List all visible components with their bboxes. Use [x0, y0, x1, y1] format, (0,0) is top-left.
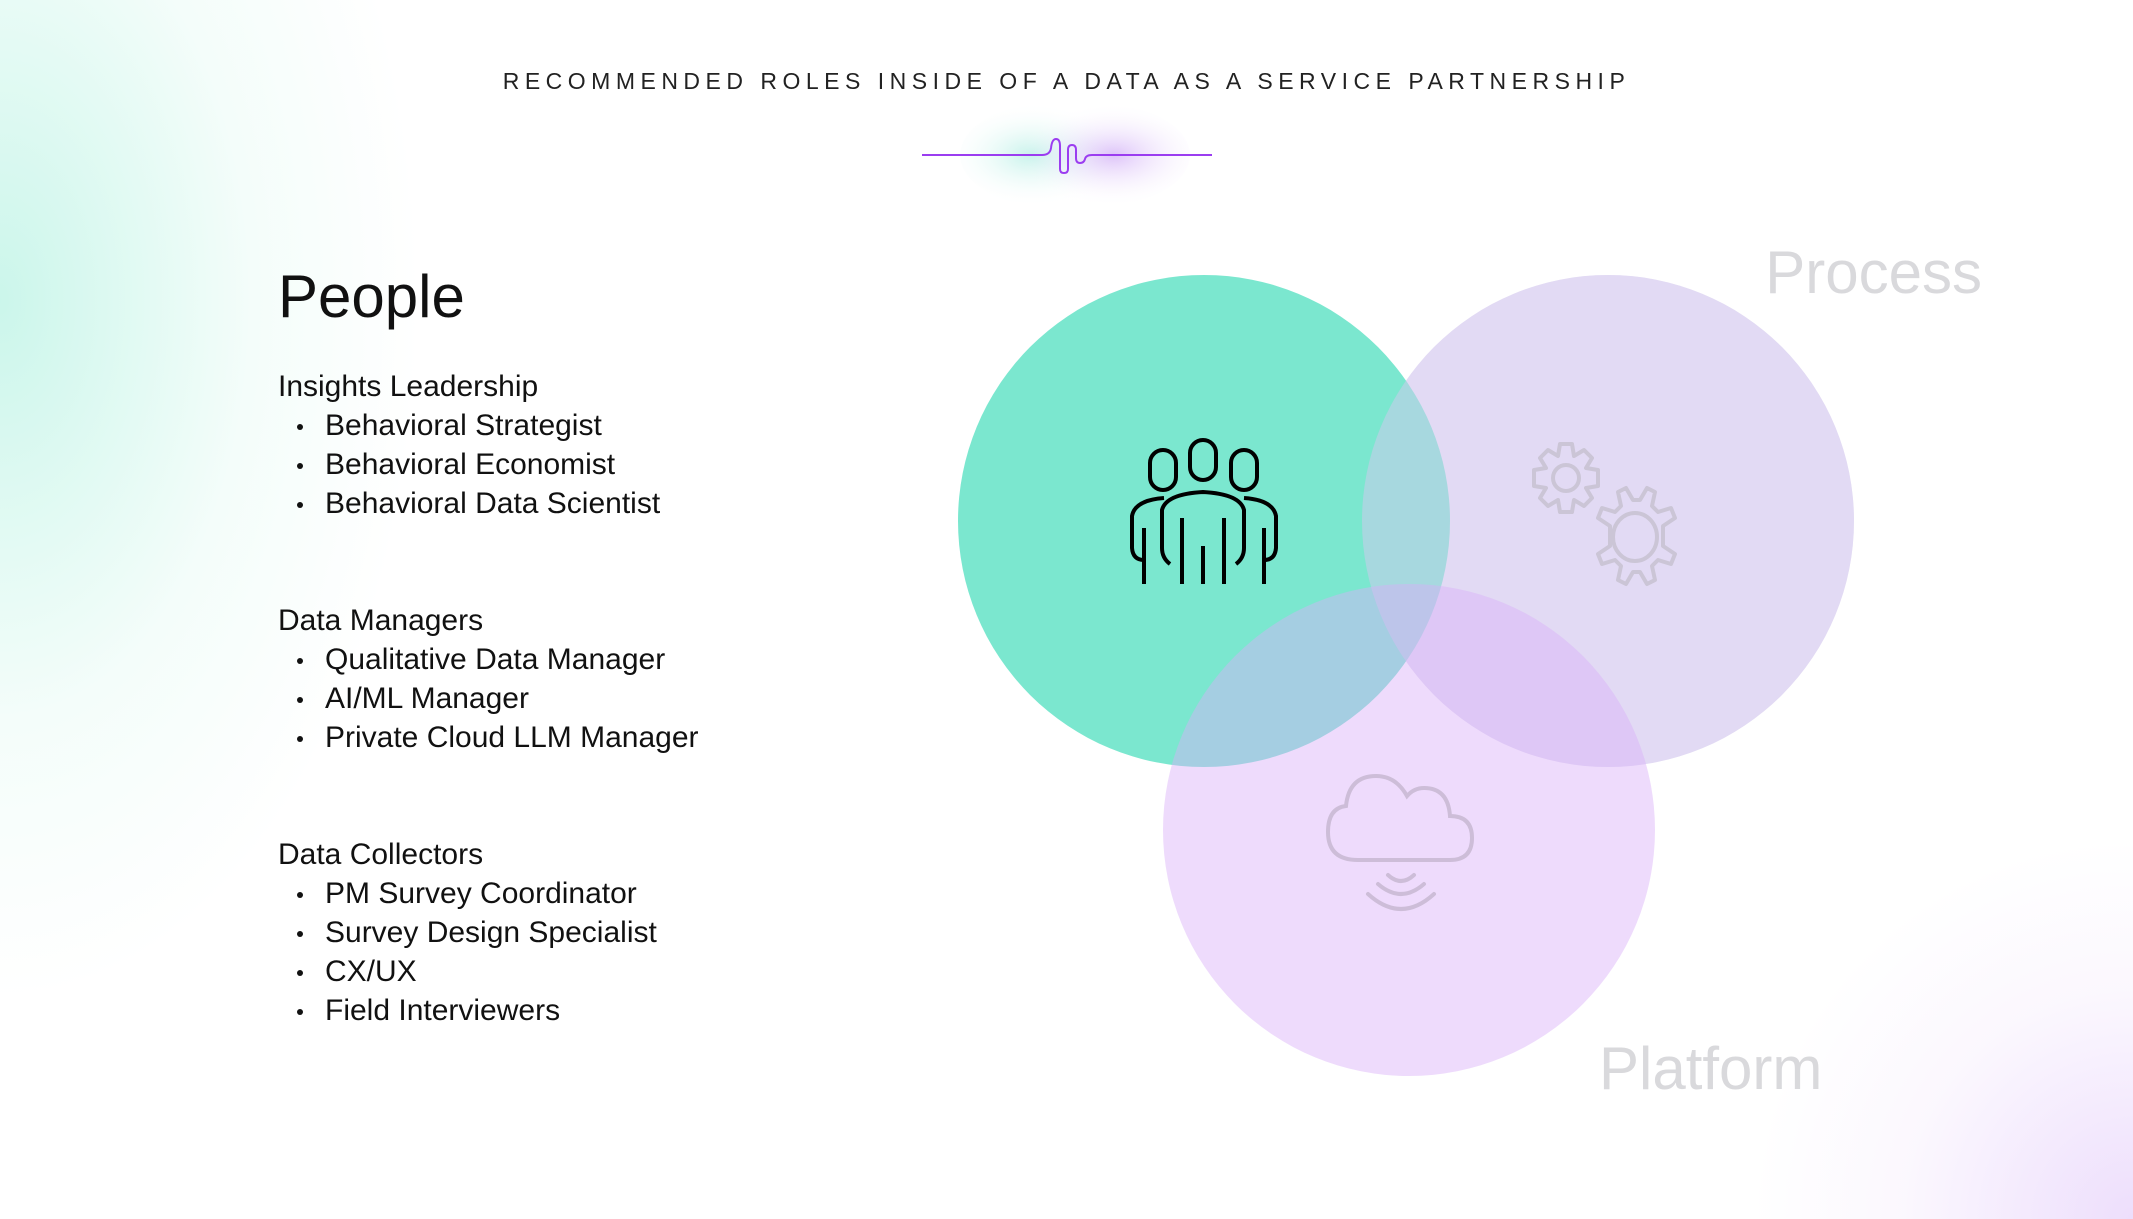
list-item: Field Interviewers — [278, 991, 657, 1030]
background-teal-glow — [0, 0, 420, 1000]
list-item: Survey Design Specialist — [278, 913, 657, 952]
list-item: CX/UX — [278, 952, 657, 991]
gears-icon — [1532, 442, 1677, 586]
list-item: Private Cloud LLM Manager — [278, 718, 699, 757]
squiggle-divider-icon — [922, 137, 1212, 175]
list-item: Behavioral Economist — [278, 445, 660, 484]
process-circle — [1362, 275, 1854, 767]
platform-label: Platform — [1599, 1035, 1823, 1102]
process-label: Process — [1765, 239, 1982, 306]
role-group-data-managers: Data Managers Qualitative Data Manager A… — [278, 601, 699, 757]
platform-circle — [1163, 584, 1655, 1076]
list-item: Qualitative Data Manager — [278, 640, 699, 679]
cloud-signal-icon — [1326, 773, 1475, 911]
people-heading: People — [278, 263, 465, 330]
people-group-icon — [1130, 438, 1278, 584]
role-group-insights-leadership: Insights Leadership Behavioral Strategis… — [278, 367, 660, 523]
group-title: Data Collectors — [278, 838, 484, 871]
page-title: RECOMMENDED ROLES INSIDE OF A DATA AS A … — [502, 68, 1631, 94]
list-item: AI/ML Manager — [278, 679, 699, 718]
group-title: Data Managers — [278, 604, 484, 637]
group-title: Insights Leadership — [278, 370, 539, 403]
role-group-data-collectors: Data Collectors PM Survey Coordinator Su… — [278, 835, 657, 1030]
list-item: Behavioral Data Scientist — [278, 484, 660, 523]
background-purple-glow — [1733, 819, 2133, 1219]
list-item: Behavioral Strategist — [278, 406, 660, 445]
list-item: PM Survey Coordinator — [278, 874, 657, 913]
